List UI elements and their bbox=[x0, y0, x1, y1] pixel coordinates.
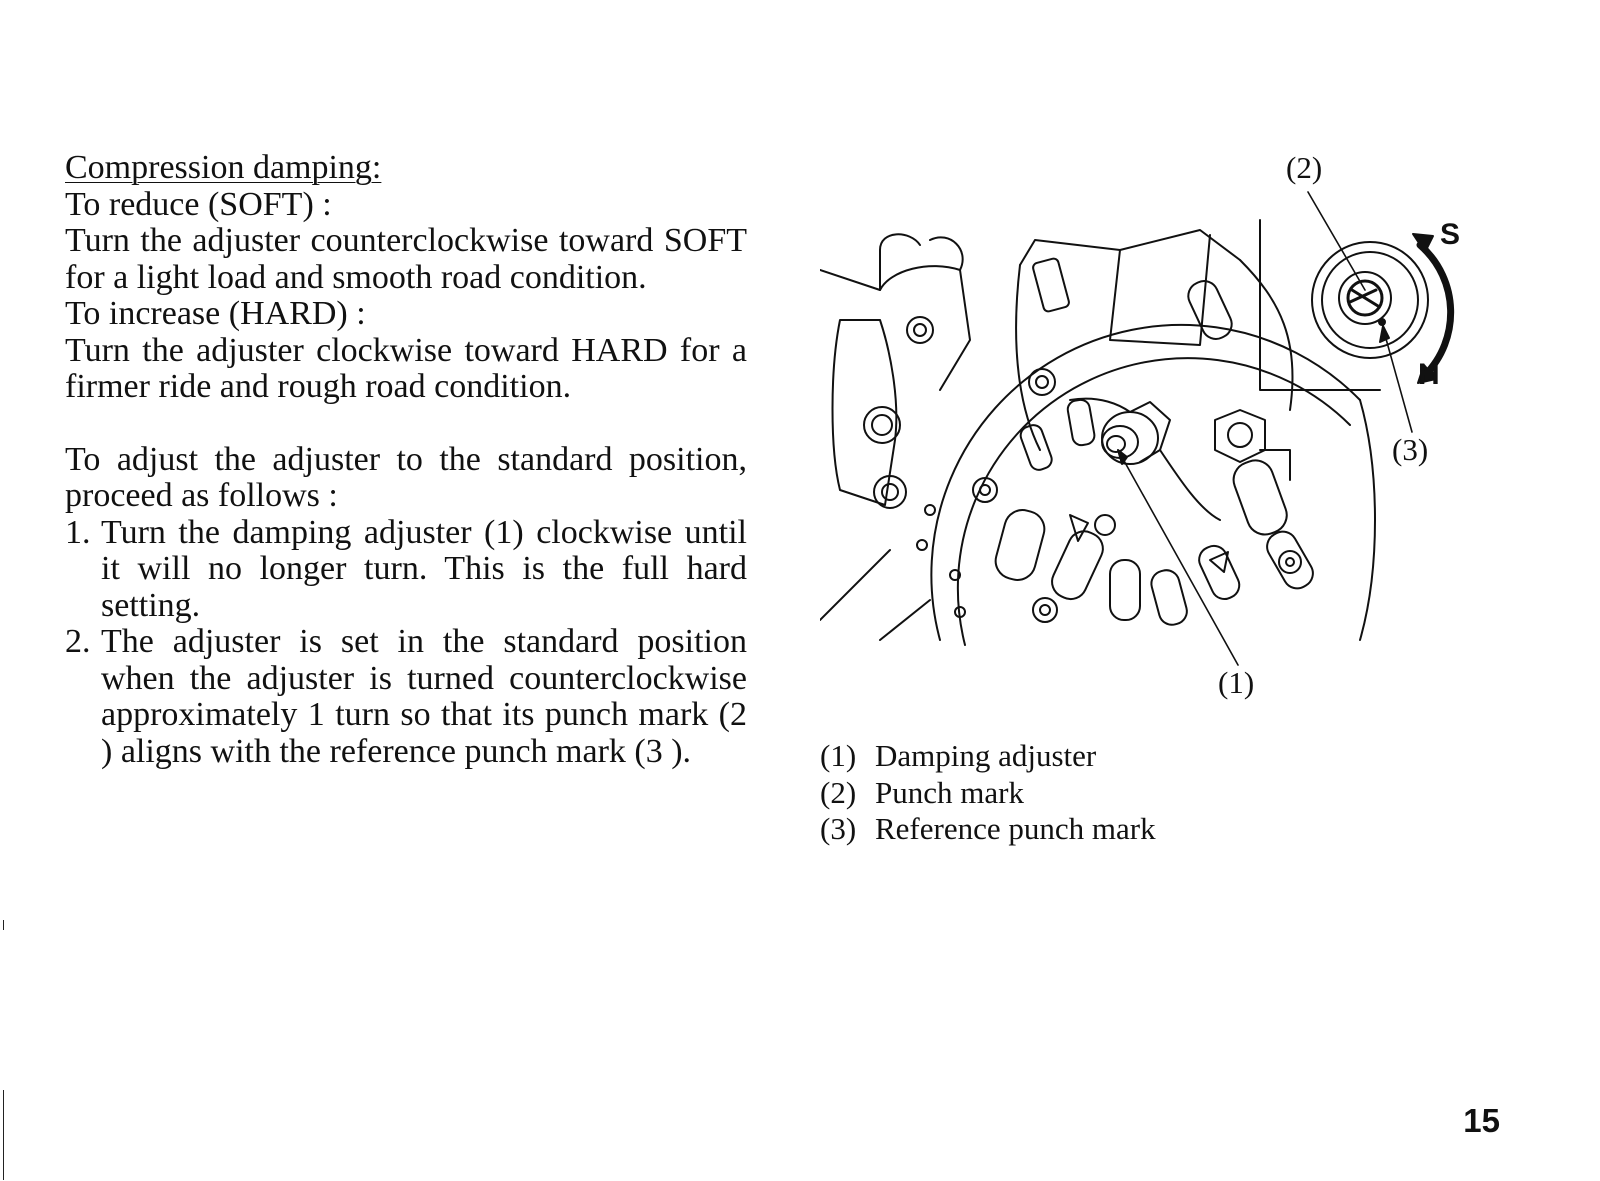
scan-edge-mark bbox=[3, 920, 4, 930]
callout-2: (2) bbox=[1286, 150, 1323, 185]
instruction-text: Compression damping: To reduce (SOFT) : … bbox=[65, 149, 747, 771]
callout-1: (1) bbox=[1218, 665, 1255, 700]
fork-drawing bbox=[820, 191, 1455, 666]
figure-legend: (1) Damping adjuster (2) Punch mark (3) … bbox=[820, 738, 1156, 848]
step-number: 2. bbox=[65, 623, 91, 660]
steps-list: 1. Turn the damping adjuster (1) clockwi… bbox=[65, 513, 747, 771]
standard-intro: To adjust the adjuster to the standard p… bbox=[65, 440, 747, 514]
adjuster-illustration: (2) (3) (1) S H bbox=[820, 150, 1500, 730]
step-number: 1. bbox=[65, 513, 91, 551]
legend-key: (3) bbox=[820, 811, 857, 846]
soft-direction-label: S bbox=[1440, 218, 1461, 251]
legend-key: (2) bbox=[820, 774, 857, 810]
legend-item: (1) Damping adjuster bbox=[820, 738, 1156, 775]
paragraph-gap bbox=[65, 406, 747, 442]
legend-label: Damping adjuster bbox=[875, 738, 1097, 773]
step-text: The adjuster is set in the standard posi… bbox=[101, 623, 747, 770]
step-item: 1. Turn the damping adjuster (1) clockwi… bbox=[65, 513, 747, 625]
step-text: Turn the damping adjuster (1) clockwise … bbox=[101, 513, 747, 624]
legend-item: (2) Punch mark bbox=[820, 775, 1156, 812]
soft-instruction: Turn the adjuster counterclockwise towar… bbox=[65, 222, 747, 296]
section-heading: Compression damping: bbox=[65, 149, 382, 186]
callout-3: (3) bbox=[1392, 432, 1429, 467]
legend-key: (1) bbox=[820, 738, 857, 773]
step-item: 2. The adjuster is set in the standard p… bbox=[65, 623, 747, 770]
hard-direction-label: H bbox=[1418, 358, 1440, 391]
soft-label: To reduce (SOFT) : bbox=[65, 185, 332, 223]
legend-label: Punch mark bbox=[875, 774, 1024, 810]
hard-instruction: Turn the adjuster clockwise toward HARD … bbox=[65, 331, 747, 405]
page-number: 15 bbox=[1463, 1102, 1500, 1139]
legend-label: Reference punch mark bbox=[875, 811, 1156, 846]
scan-edge-mark bbox=[3, 1090, 4, 1180]
legend-item: (3) Reference punch mark bbox=[820, 811, 1156, 848]
hard-label: To increase (HARD) : bbox=[65, 295, 366, 332]
